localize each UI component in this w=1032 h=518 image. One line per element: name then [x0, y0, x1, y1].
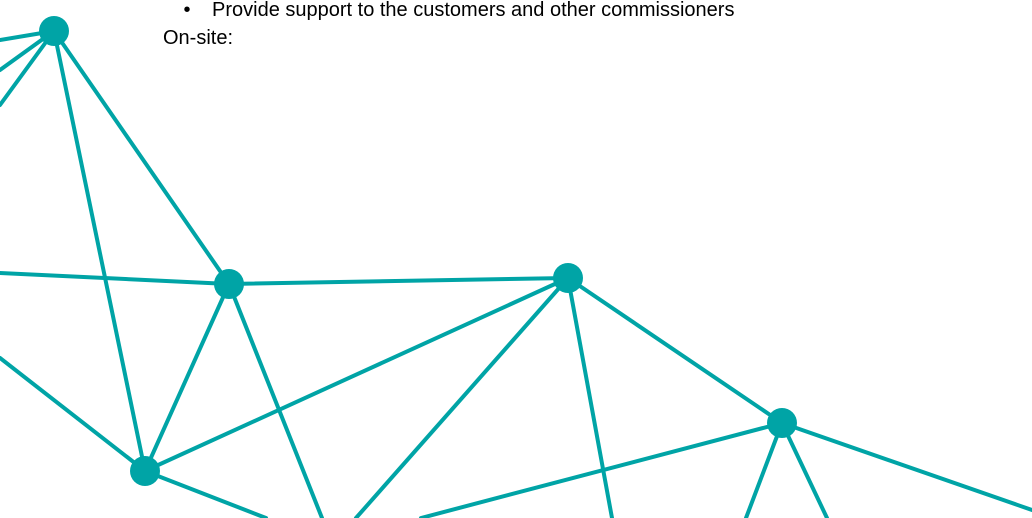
network-lines — [0, 29, 1032, 518]
bullet-item: • Provide support to the customers and o… — [163, 0, 943, 24]
bullet-marker: • — [183, 0, 191, 21]
document-text: • Provide support to the customers and o… — [163, 0, 943, 52]
onsite-label: On-site: — [163, 27, 234, 49]
bullet-text: Provide support to the customers and oth… — [212, 0, 735, 21]
network-nodes — [39, 16, 797, 486]
